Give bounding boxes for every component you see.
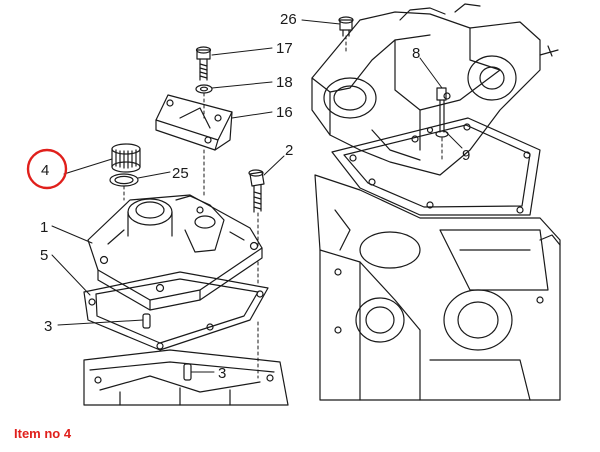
label-8: 8	[412, 45, 420, 62]
alignment-dashed-lines	[123, 35, 443, 379]
part-4-filler-plug	[111, 143, 141, 173]
part-number-labels: 26 17 18 16 8 9 2 4 25 1 5 3 3	[40, 11, 470, 382]
part-16-bracket	[155, 94, 233, 151]
label-3-upper: 3	[44, 318, 52, 335]
label-1: 1	[40, 219, 48, 236]
item-4-highlight-circle	[26, 148, 68, 190]
label-5: 5	[40, 247, 48, 264]
label-2: 2	[285, 142, 293, 159]
part-25-o-ring	[109, 173, 139, 187]
exploded-parts-diagram: 26 17 18 16 8 9 2 4 25 1 5 3 3	[26, 3, 561, 406]
label-26: 26	[280, 11, 297, 28]
part-9-bolt	[435, 87, 449, 138]
lower-transmission-case	[314, 174, 561, 401]
leader-lines	[51, 19, 463, 373]
label-25: 25	[172, 165, 189, 182]
part-18-washer	[195, 84, 213, 94]
part-2-bolt	[248, 169, 265, 213]
part-1-top-cover	[87, 194, 263, 311]
label-4: 4	[41, 162, 49, 179]
label-3-lower: 3	[218, 365, 226, 382]
label-17: 17	[276, 40, 293, 57]
item-caption: Item no 4	[14, 426, 72, 441]
lower-left-housing	[83, 349, 289, 406]
part-3-dowel-pin-upper	[142, 313, 151, 329]
label-16: 16	[276, 104, 293, 121]
label-9: 9	[462, 147, 470, 164]
part-26-bolt	[338, 16, 354, 37]
right-gasket	[331, 117, 541, 216]
part-17-bolt	[195, 46, 212, 81]
label-18: 18	[276, 74, 293, 91]
part-3-dowel-pin-lower	[183, 363, 192, 381]
part-5-gasket	[83, 271, 269, 351]
